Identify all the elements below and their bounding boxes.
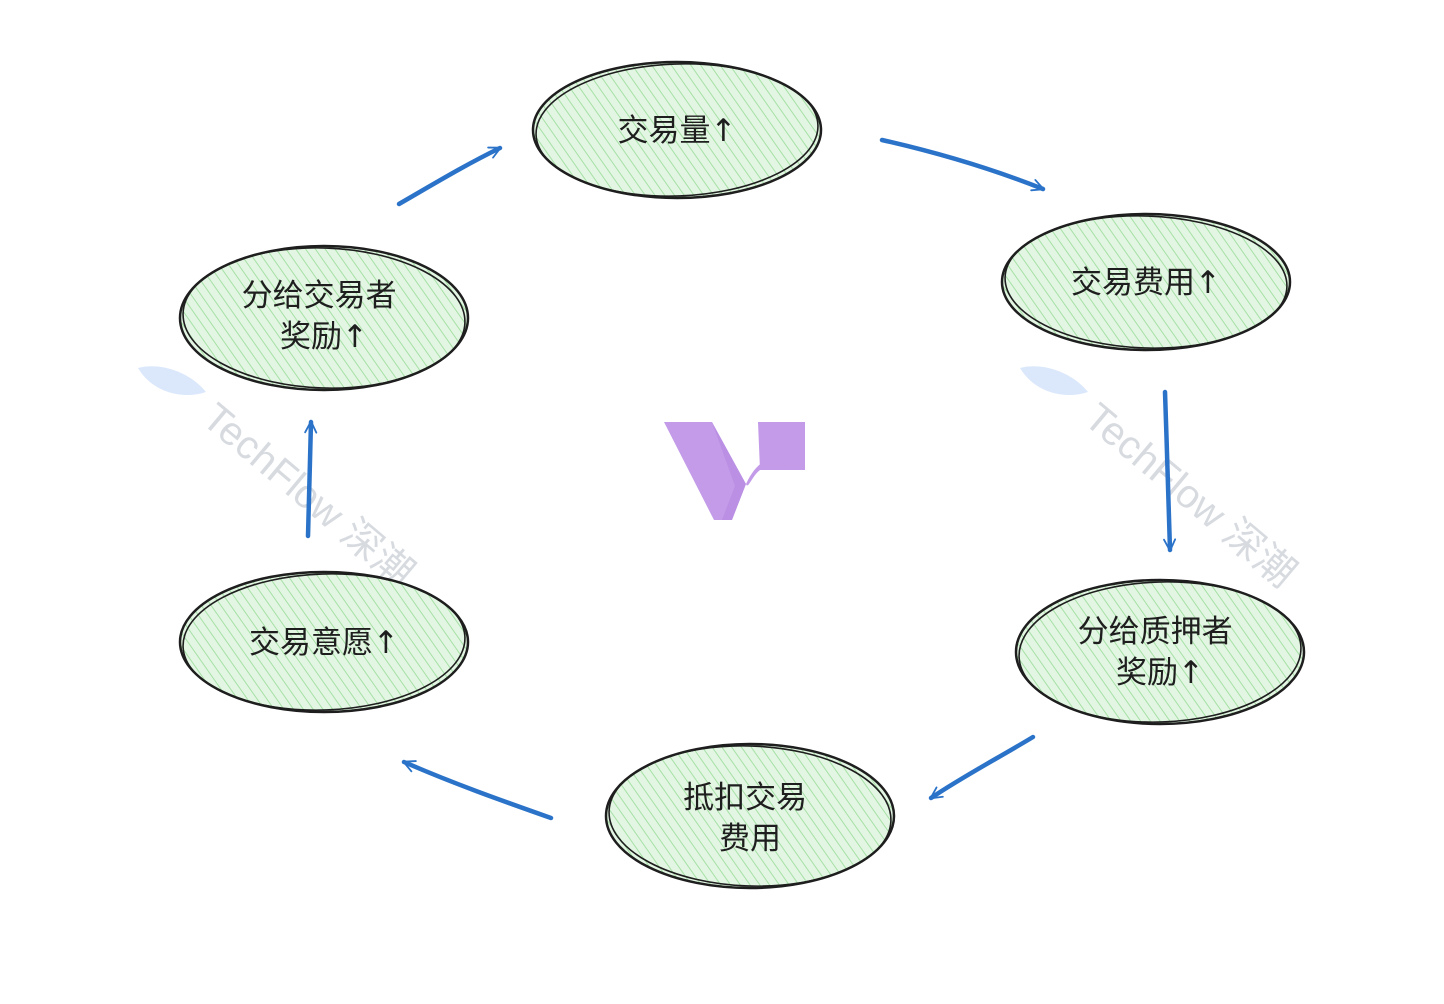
node-volume: 交易量↑ (531, 60, 823, 200)
arrow-fees-to-staker-reward (1162, 389, 1177, 553)
watermark-right: TechFlow 深潮 (1020, 366, 1304, 596)
arrow-trader-reward-to-volume (396, 145, 503, 207)
node-label: 交易量↑ (618, 113, 737, 149)
node-fee-deduction: 抵扣交易 费用 (604, 742, 896, 890)
node-label: 交易费用↑ (1071, 265, 1221, 301)
watermark-text: TechFlow 深潮 (1076, 395, 1304, 596)
watermark-leaf-icon (1020, 366, 1088, 395)
node-label-line: 交易意愿↑ (249, 625, 399, 661)
node-staker-reward: 分给质押者 奖励↑ (1014, 578, 1306, 726)
node-label-line: 费用 (719, 821, 781, 857)
node-label: 分给交易者 奖励↑ (242, 278, 407, 355)
node-label: 分给质押者 奖励↑ (1078, 614, 1243, 691)
node-label-line: 抵扣交易 (683, 780, 807, 816)
node-label-line: 交易量↑ (618, 113, 737, 149)
node-trader-reward: 分给交易者 奖励↑ (178, 244, 470, 392)
node-label-line: 奖励↑ (1116, 655, 1204, 691)
node-label-line: 分给质押者 (1078, 614, 1233, 650)
node-willingness: 交易意愿↑ (178, 570, 470, 714)
arrow-staker-reward-to-deduction (928, 734, 1036, 801)
center-logo (664, 422, 805, 520)
arrow-deduction-to-willingness (401, 759, 554, 821)
node-fees: 交易费用↑ (1000, 212, 1292, 352)
arrow-volume-to-fees (879, 137, 1046, 192)
arrows (304, 137, 1177, 821)
watermark-left: TechFlow 深潮 (138, 366, 422, 596)
node-label: 抵扣交易 费用 (683, 780, 817, 857)
node-label-line: 交易费用↑ (1071, 265, 1221, 301)
node-label-line: 分给交易者 (242, 278, 397, 314)
node-label-line: 奖励↑ (280, 319, 368, 355)
arrow-willingness-to-trader-reward (304, 419, 318, 539)
watermark-leaf-icon (138, 366, 206, 395)
node-label: 交易意愿↑ (249, 625, 399, 661)
